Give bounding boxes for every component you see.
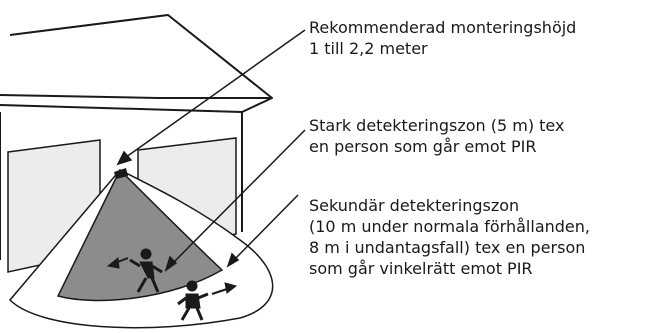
caption-secondary-zone: Sekundär detekteringszon (10 m under nor… bbox=[309, 195, 590, 279]
person-in-secondary-zone bbox=[177, 280, 238, 321]
house-wall bbox=[0, 112, 243, 260]
caption-line: Rekommenderad monteringshöjd bbox=[309, 18, 577, 37]
pir-sensor bbox=[114, 168, 128, 179]
caption-line: som går vinkelrätt emot PIR bbox=[309, 259, 533, 278]
caption-line: 8 m i undantagsfall) tex en person bbox=[309, 238, 586, 257]
caption-strong-zone: Stark detekteringszon (5 m) tex en perso… bbox=[309, 115, 564, 157]
strong-detection-zone bbox=[56, 168, 224, 302]
person-in-strong-zone bbox=[106, 248, 163, 293]
caption-line: (10 m under normala förhållanden, bbox=[309, 217, 590, 236]
caption-line: 1 till 2,2 meter bbox=[309, 39, 428, 58]
house-roof bbox=[0, 14, 273, 113]
caption-line: en person som går emot PIR bbox=[309, 137, 537, 156]
leader-lines bbox=[116, 29, 306, 272]
caption-line: Sekundär detekteringszon bbox=[309, 196, 520, 215]
caption-line: Stark detekteringszon (5 m) tex bbox=[309, 116, 565, 135]
caption-mounting-height: Rekommenderad monteringshöjd 1 till 2,2 … bbox=[309, 17, 576, 59]
